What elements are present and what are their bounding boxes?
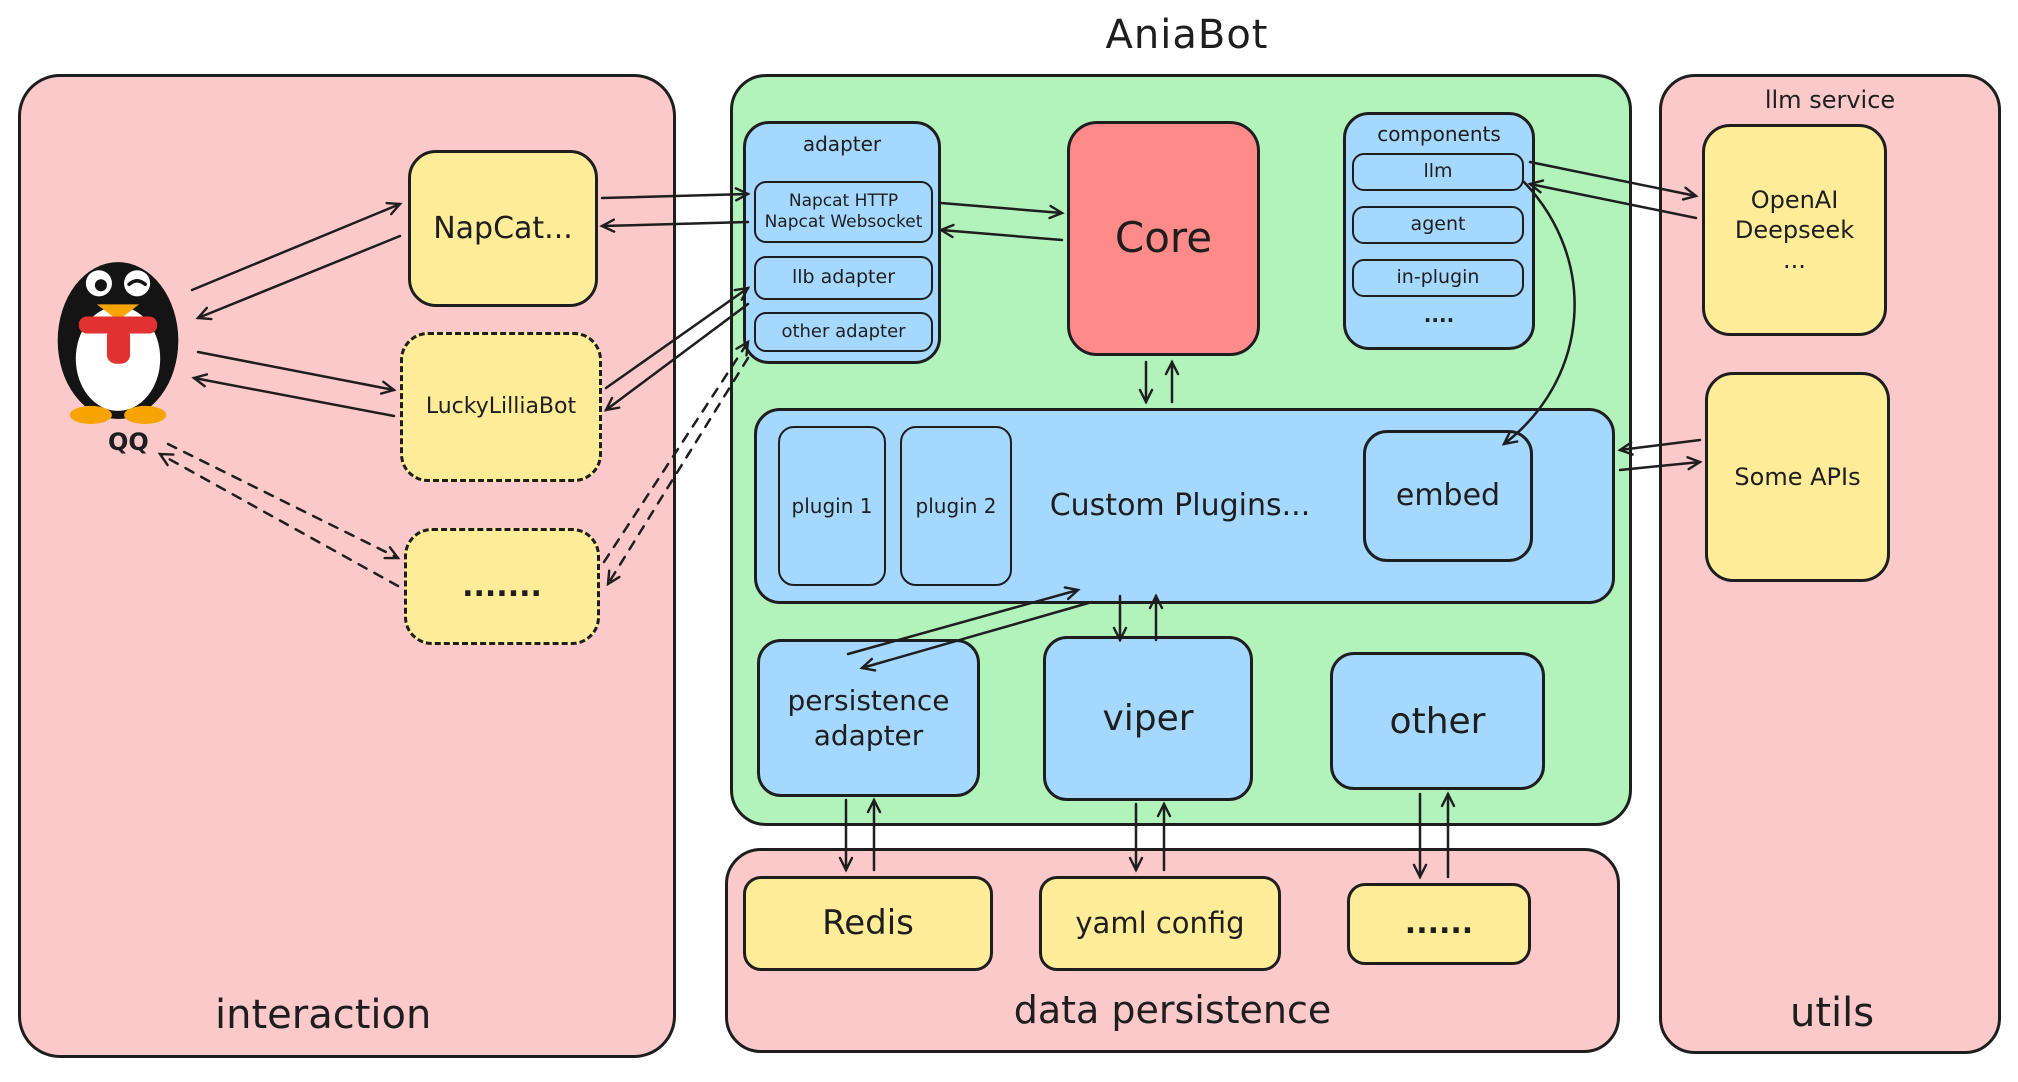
data-persistence-label: data persistence	[1013, 988, 1332, 1032]
node-plugin-1: plugin 1	[778, 426, 886, 586]
qq-penguin-icon	[52, 228, 184, 424]
utils-label: utils	[1790, 990, 1875, 1036]
node-in-plugin: in-plugin	[1352, 259, 1524, 297]
qq-label: QQ	[108, 428, 149, 456]
openai-line2: Deepseek	[1734, 216, 1855, 244]
diagram-title: AniaBot	[1105, 12, 1269, 58]
llm-service-label: llm service	[1764, 86, 1896, 114]
node-embed: embed	[1363, 430, 1533, 562]
node-llm: llm	[1352, 153, 1524, 191]
node-openai-deepseek: OpenAI Deepseek ...	[1702, 124, 1887, 336]
node-agent: agent	[1352, 206, 1524, 244]
openai-line1: OpenAI	[1750, 186, 1839, 214]
adapter-group-label: adapter	[802, 132, 882, 156]
node-interaction-more: .......	[404, 528, 600, 645]
napcat-ws-line: Napcat Websocket	[764, 212, 923, 232]
components-group-label: components	[1377, 122, 1501, 146]
components-more-label: ....	[1423, 303, 1455, 327]
node-viper: viper	[1043, 636, 1253, 801]
openai-line3: ...	[1783, 246, 1806, 274]
node-other: other	[1330, 652, 1545, 790]
interaction-label: interaction	[215, 992, 432, 1038]
custom-plugins-label: Custom Plugins...	[1049, 488, 1311, 523]
node-yaml-config: yaml config	[1039, 876, 1281, 971]
node-napcat-http-ws: Napcat HTTP Napcat Websocket	[754, 181, 933, 243]
node-plugin-2: plugin 2	[900, 426, 1012, 586]
node-luckylilliabot: LuckyLilliaBot	[400, 332, 602, 482]
persistence-line1: persistence	[787, 684, 950, 717]
node-redis: Redis	[743, 876, 993, 971]
napcat-http-line: Napcat HTTP	[788, 190, 899, 211]
node-some-apis: Some APIs	[1705, 372, 1890, 582]
node-core: Core	[1067, 121, 1260, 356]
node-other-adapter: other adapter	[754, 312, 933, 352]
node-llb-adapter: llb adapter	[754, 256, 933, 300]
persistence-line2: adapter	[813, 719, 924, 752]
node-persistence-adapter: persistence adapter	[757, 639, 980, 797]
node-napcat: NapCat...	[408, 150, 598, 307]
node-persistence-more: ......	[1347, 883, 1531, 965]
